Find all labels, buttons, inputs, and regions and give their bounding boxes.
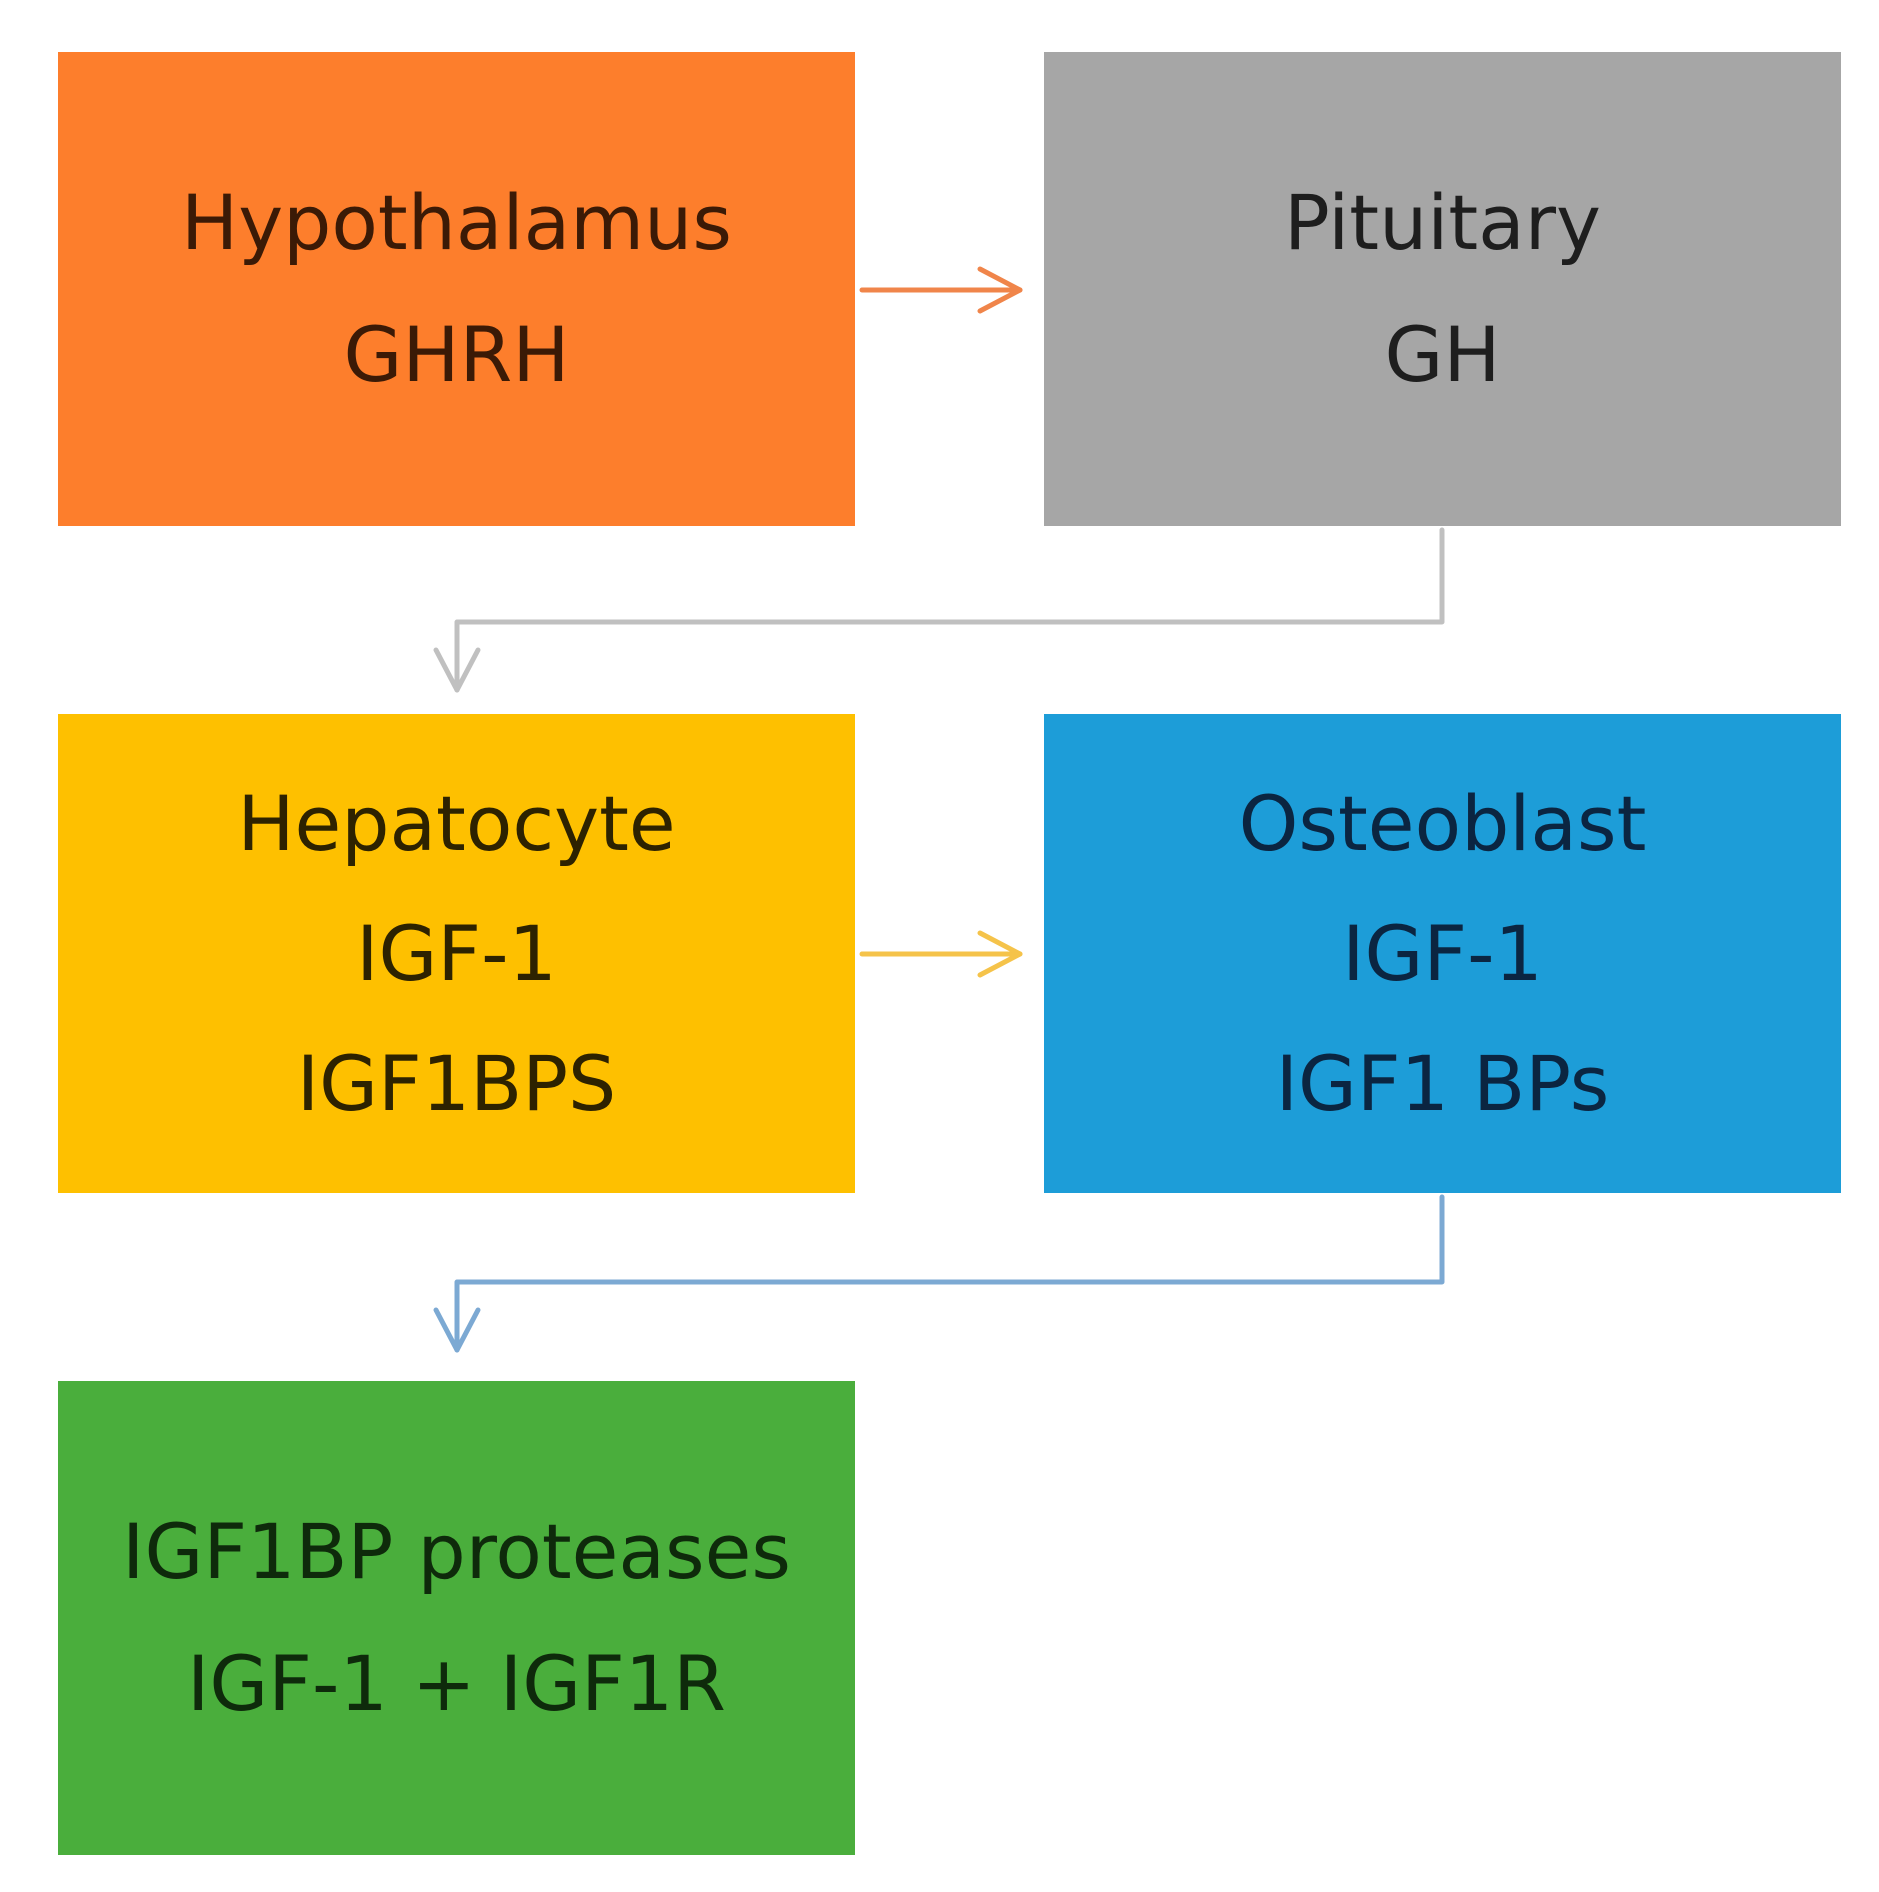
proteases-box: IGF1BP proteases IGF-1 + IGF1R <box>58 1381 855 1855</box>
ghrh-label: GHRH <box>343 310 570 399</box>
osteoblast-box: Osteoblast IGF-1 IGF1 BPs <box>1044 714 1841 1193</box>
osteoblast-label: Osteoblast <box>1238 778 1647 868</box>
osteoblast-igf1-label: IGF-1 <box>1342 908 1543 998</box>
gh-label: GH <box>1384 310 1501 399</box>
hepatocyte-igf1bps-label: IGF1BPS <box>296 1038 617 1128</box>
osteoblast-igf1-bps-label: IGF1 BPs <box>1275 1038 1610 1128</box>
arrow-hepatocyte-to-osteoblast <box>859 930 1023 978</box>
pituitary-label: Pituitary <box>1284 178 1601 267</box>
hypothalamus-label: Hypothalamus <box>181 178 732 267</box>
hepatocyte-box: Hepatocyte IGF-1 IGF1BPS <box>58 714 855 1193</box>
igf1-igf1r-label: IGF-1 + IGF1R <box>187 1639 726 1728</box>
arrow-hypothalamus-to-pituitary <box>859 266 1023 314</box>
hypothalamus-box: Hypothalamus GHRH <box>58 52 855 526</box>
hepatocyte-label: Hepatocyte <box>237 778 676 868</box>
igf1bp-proteases-label: IGF1BP proteases <box>122 1507 791 1596</box>
arrow-pituitary-to-hepatocyte <box>433 527 1445 693</box>
hepatocyte-igf1-label: IGF-1 <box>356 908 557 998</box>
arrow-osteoblast-to-proteases <box>433 1194 1445 1353</box>
pituitary-box: Pituitary GH <box>1044 52 1841 526</box>
